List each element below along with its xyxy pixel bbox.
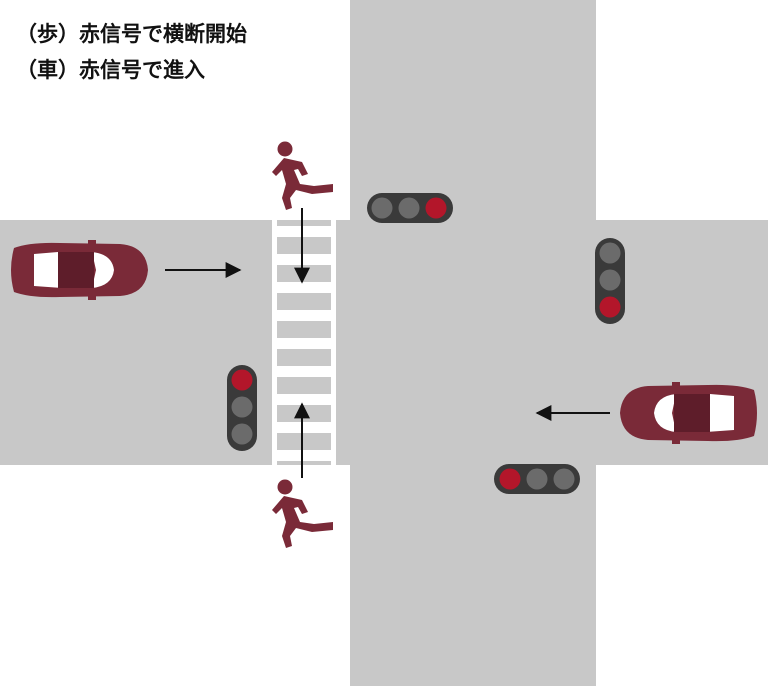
car-icon: [11, 240, 148, 300]
traffic-signal-icon: [595, 238, 625, 324]
lamp: [526, 468, 548, 490]
car-icon: [620, 382, 757, 444]
lamp: [599, 242, 621, 264]
lamp: [599, 269, 621, 291]
traffic-signal-icon: [367, 193, 453, 223]
pedestrian-icon: [272, 479, 333, 548]
caption-pedestrian: （歩）赤信号で横断開始: [16, 22, 247, 46]
lamp: [231, 396, 253, 418]
signal-left: [227, 365, 257, 451]
car-right: [620, 382, 757, 444]
lamp: [553, 468, 575, 490]
lamp: [371, 197, 393, 219]
lamp-red-lit: [425, 197, 447, 219]
signal-right: [595, 238, 625, 324]
car-left: [11, 240, 148, 300]
road-vertical: [350, 0, 596, 686]
signal-bottom: [494, 464, 580, 494]
signal-top: [367, 193, 453, 223]
lamp-red-lit: [499, 468, 521, 490]
crosswalk: [272, 220, 336, 465]
caption-vehicle: （車）赤信号で進入: [16, 58, 205, 82]
traffic-signal-icon: [494, 464, 580, 494]
lamp: [231, 423, 253, 445]
traffic-signal-icon: [227, 365, 257, 451]
lamp-red-lit: [599, 296, 621, 318]
lamp: [398, 197, 420, 219]
lamp-red-lit: [231, 369, 253, 391]
pedestrian-top: [272, 141, 333, 210]
pedestrian-bottom: [272, 479, 333, 548]
pedestrian-icon: [272, 141, 333, 210]
